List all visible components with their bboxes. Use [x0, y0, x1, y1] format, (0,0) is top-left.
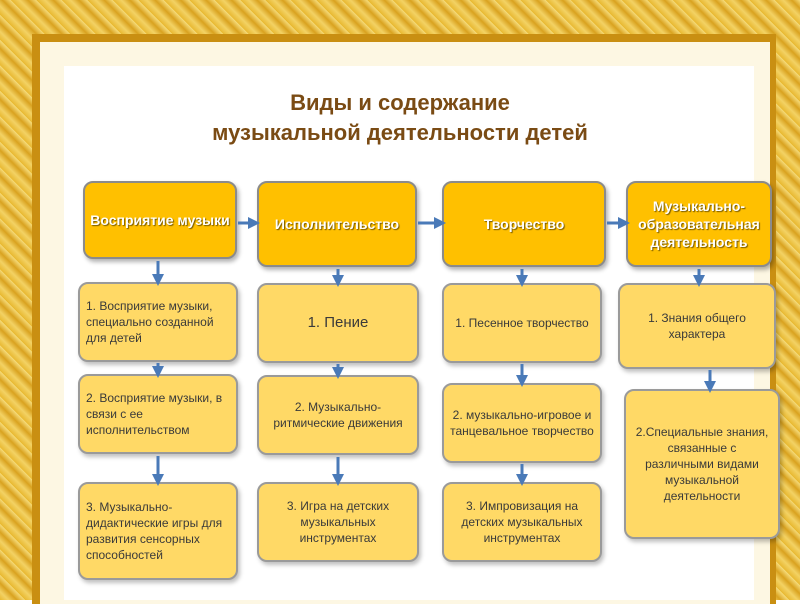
title-line-2: музыкальной деятельности детей — [212, 120, 588, 145]
item-education-2: 2.Специальные знания, связанные с различ… — [624, 389, 780, 539]
header-music-education: Музыкально-образовательная деятельность — [626, 181, 772, 267]
item-creativity-1: 1. Песенное творчество — [442, 283, 602, 363]
item-education-1: 1. Знания общего характера — [618, 283, 776, 369]
header-perception: Восприятие музыки — [83, 181, 237, 259]
item-creativity-2: 2. музыкально-игровое и танцевальное тво… — [442, 383, 602, 463]
item-performance-3: 3. Игра на детских музыкальных инструмен… — [257, 482, 419, 562]
item-perception-3: 3. Музыкально-дидактические игры для раз… — [78, 482, 238, 580]
item-perception-1: 1. Восприятие музыки, специально созданн… — [78, 282, 238, 362]
slide-title: Виды и содержание музыкальной деятельнос… — [0, 88, 800, 148]
item-perception-2: 2. Восприятие музыки, в связи с ее испол… — [78, 374, 238, 454]
item-performance-2: 2. Музыкально-ритмические движения — [257, 375, 419, 455]
item-performance-1: 1. Пение — [257, 283, 419, 363]
item-creativity-3: 3. Импровизация на детских музыкальных и… — [442, 482, 602, 562]
header-creativity: Творчество — [442, 181, 606, 267]
header-performance: Исполнительство — [257, 181, 417, 267]
title-line-1: Виды и содержание — [290, 90, 510, 115]
